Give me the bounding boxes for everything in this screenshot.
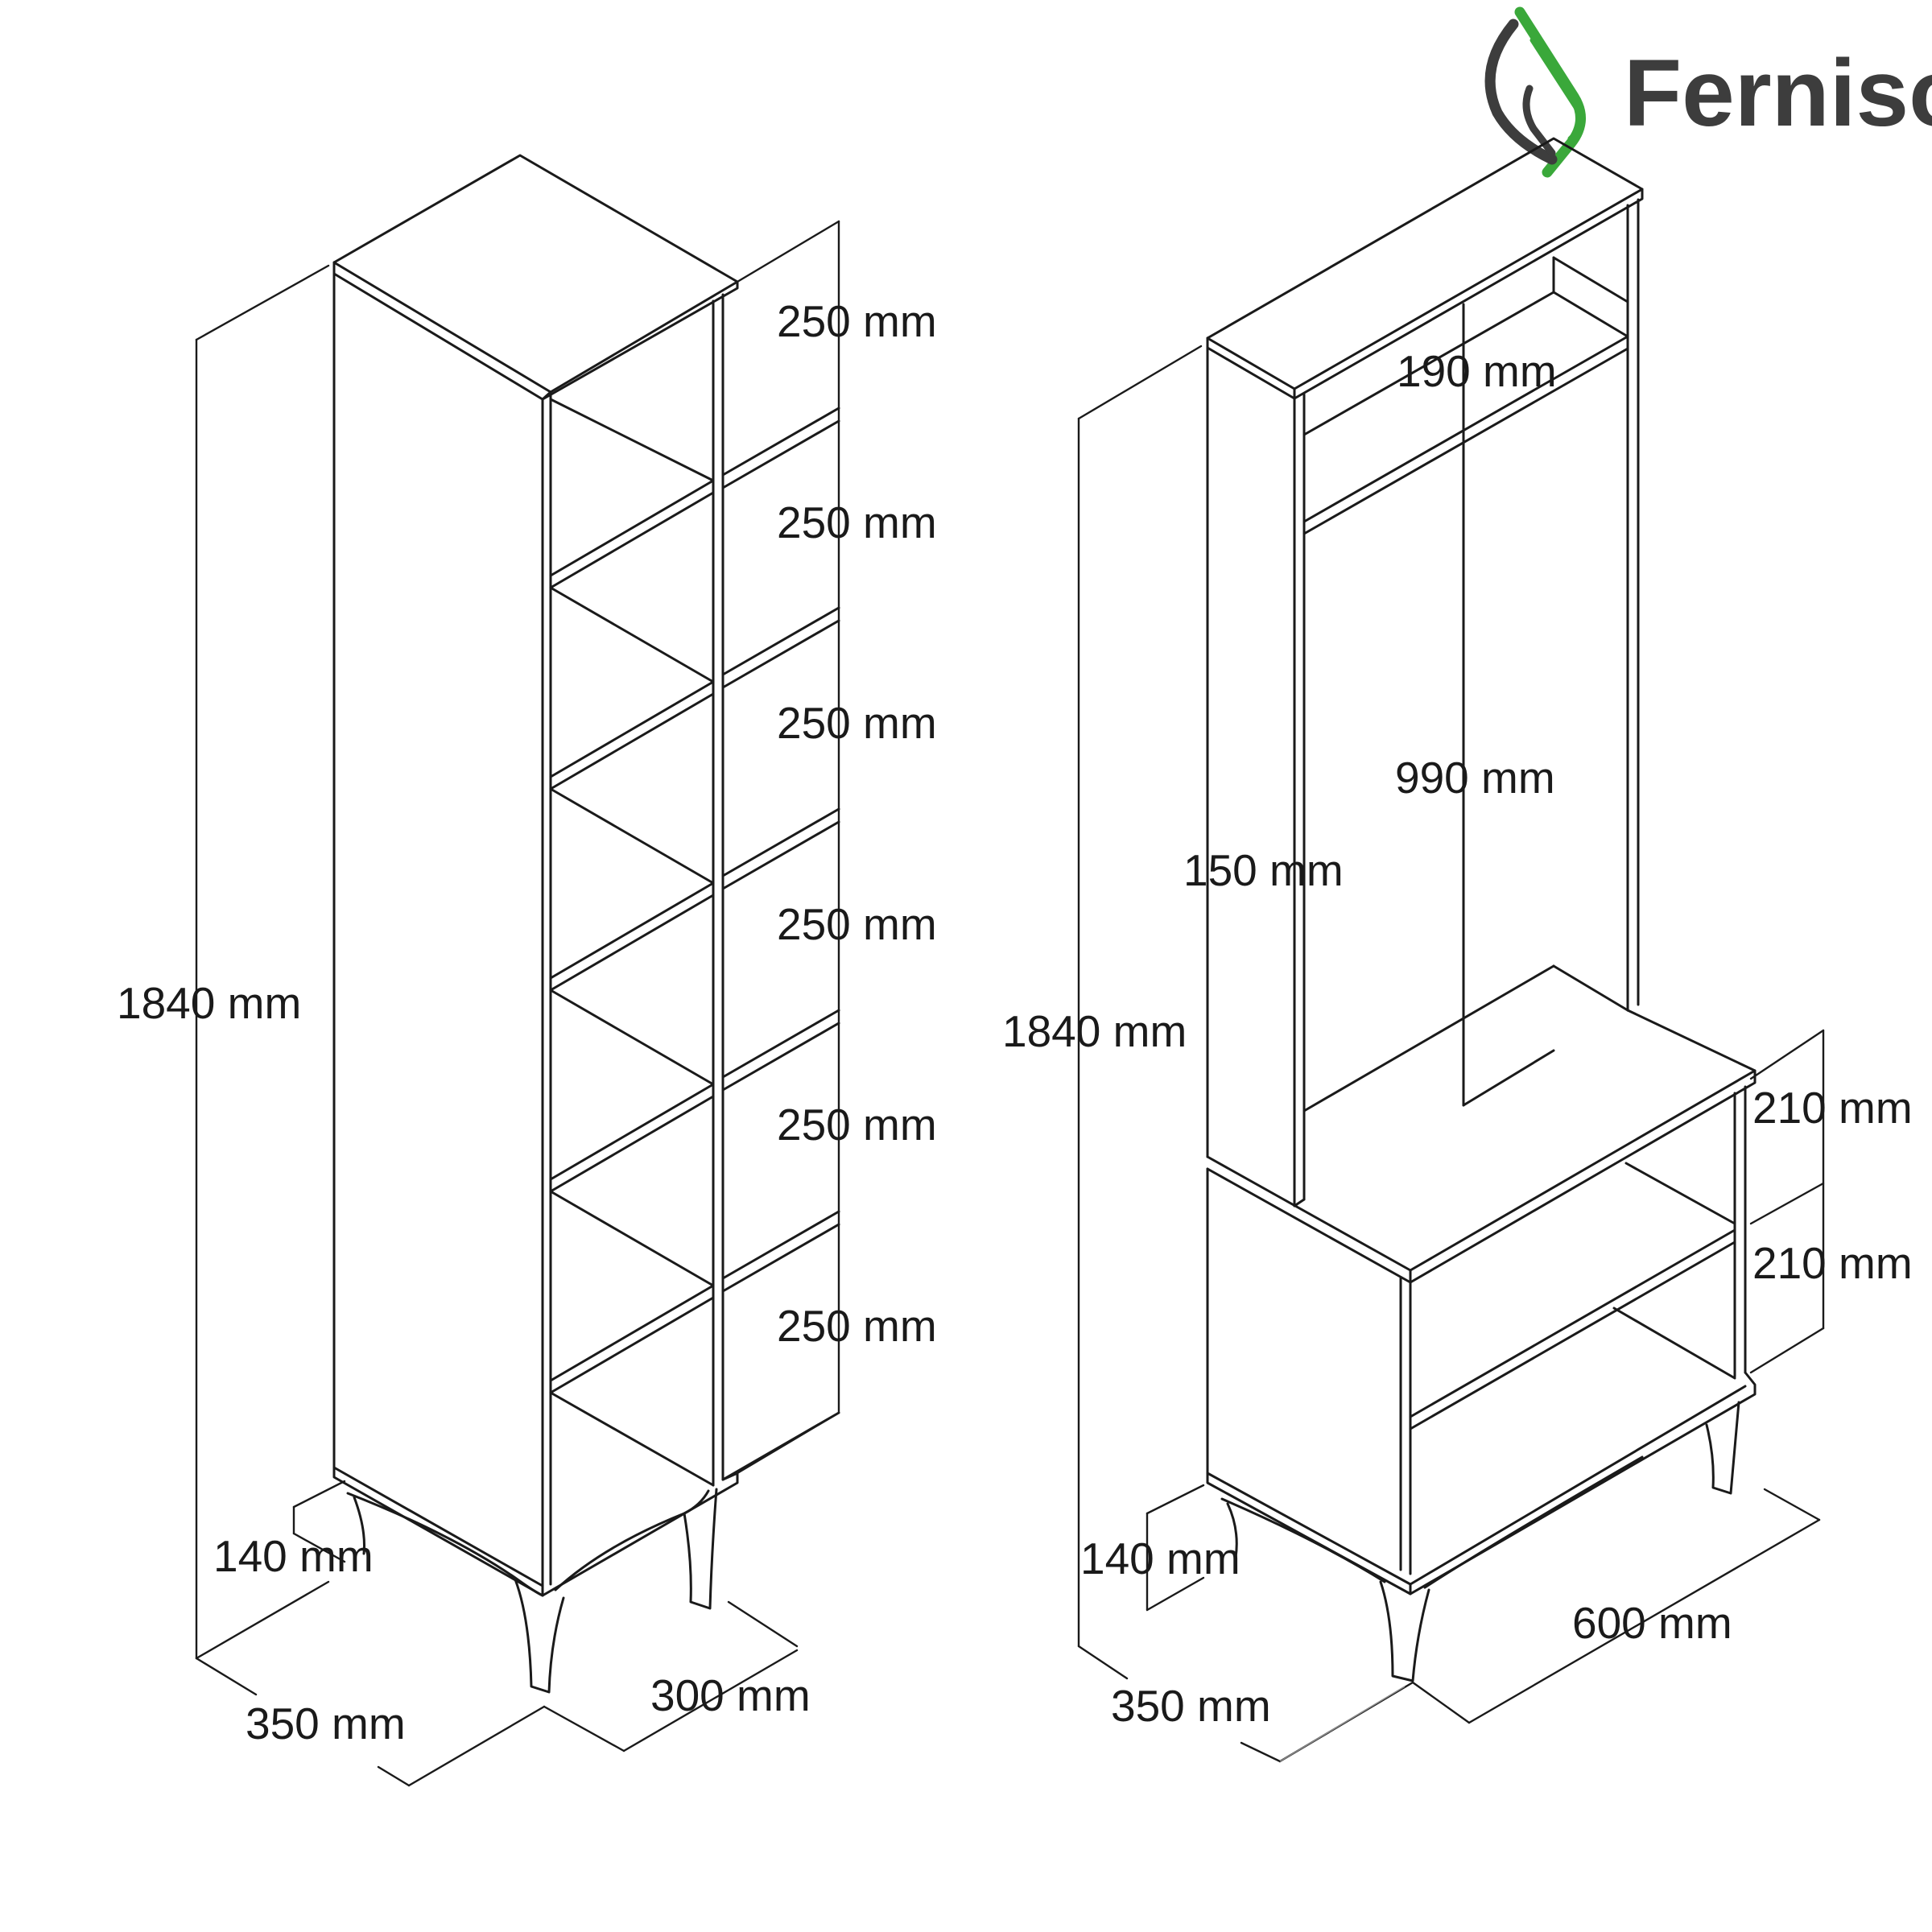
dim-right-hanging-height: 990 mm: [1395, 753, 1555, 803]
leaf-icon: [1484, 6, 1586, 178]
dim-right-total-height: 1840 mm: [1002, 1006, 1187, 1056]
dim-right-width: 600 mm: [1572, 1598, 1732, 1648]
right-unit-legs: [1226, 1401, 1740, 1682]
dim-left-total-height: 1840 mm: [117, 978, 301, 1028]
dim-left-leg-height: 140 mm: [213, 1531, 374, 1581]
left-unit: 250 mm 250 mm 250 mm 250 mm 250 mm 250 m…: [117, 154, 937, 1787]
dim-left-width: 350 mm: [246, 1699, 406, 1748]
dim-right-side-panel: 150 mm: [1183, 845, 1344, 895]
brand-logo: Ferniso: [1484, 6, 1932, 178]
right-unit-dimension-lines: [1077, 303, 1825, 1763]
right-unit: 190 mm 990 mm 150 mm 1840 mm 210 mm 210 …: [1002, 137, 1913, 1763]
left-unit-legs: [353, 1488, 718, 1694]
dim-right-lower-shelf-1: 210 mm: [1752, 1083, 1913, 1133]
left-unit-cabinet: [332, 154, 840, 1597]
dim-left-depth: 300 mm: [650, 1670, 811, 1720]
dim-right-lower-shelf-2: 210 mm: [1752, 1238, 1913, 1288]
dim-left-shelf-4: 250 mm: [777, 899, 937, 949]
dim-left-shelf-6: 250 mm: [777, 1301, 937, 1351]
dim-right-depth: 350 mm: [1111, 1681, 1271, 1731]
brand-name: Ferniso: [1624, 40, 1932, 147]
dim-right-upper-shelf: 190 mm: [1397, 346, 1557, 396]
dim-left-shelf-2: 250 mm: [777, 497, 937, 547]
dim-left-shelf-1: 250 mm: [777, 296, 937, 346]
dim-left-shelf-3: 250 mm: [777, 698, 937, 748]
left-unit-dimension-lines: [195, 220, 840, 1787]
dim-left-shelf-5: 250 mm: [777, 1100, 937, 1150]
dim-right-leg-height: 140 mm: [1080, 1534, 1241, 1583]
